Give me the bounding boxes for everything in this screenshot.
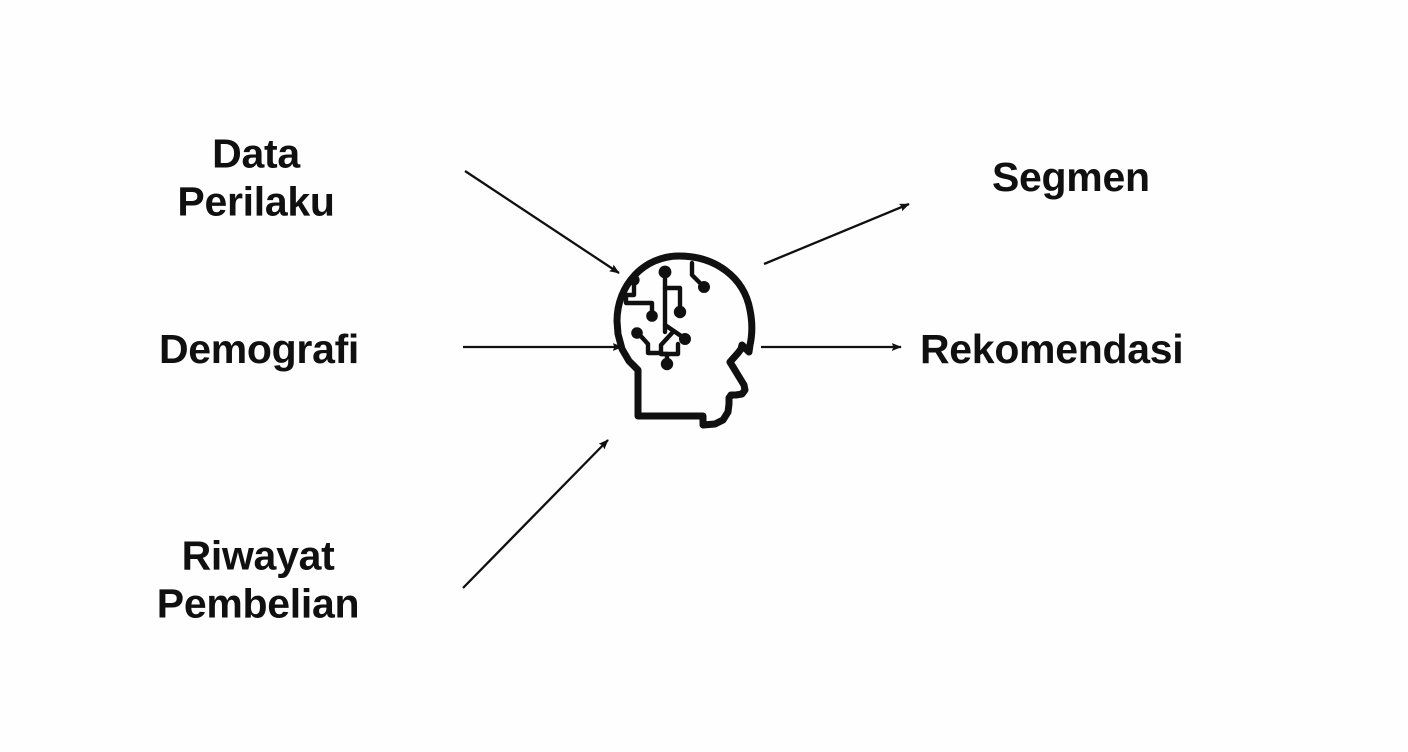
circuit-node bbox=[679, 333, 691, 345]
output-label-segmen: Segmen bbox=[992, 153, 1150, 200]
circuit-node bbox=[658, 265, 672, 279]
arrow-data-perilaku bbox=[464, 170, 620, 274]
circuit-node bbox=[698, 281, 710, 293]
brain-circuit-traces bbox=[623, 260, 706, 366]
ai-head-circuit-icon bbox=[613, 252, 756, 429]
arrow-segmen bbox=[763, 202, 910, 266]
output-label-rekomendasi: Rekomendasi bbox=[920, 325, 1184, 372]
input-label-data-perilaku: Data Perilaku bbox=[177, 130, 335, 225]
circuit-node bbox=[646, 310, 658, 322]
circuit-node bbox=[660, 357, 674, 371]
brain-circuit-nodes bbox=[628, 265, 710, 371]
circuit-node bbox=[673, 305, 687, 319]
head-outline-path bbox=[613, 252, 756, 429]
circuit-node bbox=[628, 274, 640, 286]
arrow-riwayat-pembelian bbox=[462, 439, 609, 589]
input-label-riwayat-pembelian: Riwayat Pembelian bbox=[156, 532, 360, 627]
circuit-node bbox=[631, 327, 643, 339]
input-label-demografi: Demografi bbox=[158, 325, 360, 372]
